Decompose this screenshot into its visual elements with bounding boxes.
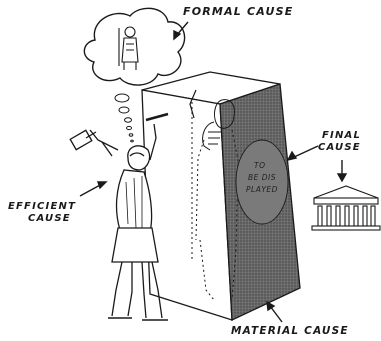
final-cause-label-line-1: FINAL xyxy=(322,130,361,141)
inscription-line-1: TO xyxy=(254,161,266,170)
inscription-line-2: BE DIS xyxy=(248,173,276,182)
final-cause-arrow-down xyxy=(338,160,346,181)
final-cause-label-line-2: CAUSE xyxy=(318,142,361,153)
final-cause-arrow-left xyxy=(288,146,318,160)
thought-bubbles xyxy=(115,94,133,142)
inscription-line-3: PLAYED xyxy=(246,185,278,194)
material-cause-label: MATERIAL CAUSE xyxy=(231,325,349,337)
thought-cloud xyxy=(84,8,184,85)
temple-icon xyxy=(312,186,380,230)
efficient-cause-arrow xyxy=(80,182,106,196)
inscription: TO BE DIS PLAYED xyxy=(236,140,288,224)
efficient-cause-label-line-1: EFFICIENT xyxy=(8,201,76,212)
formal-cause-label: FORMAL CAUSE xyxy=(183,5,294,18)
material-cause-arrow xyxy=(267,302,282,322)
efficient-cause-label-line-2: CAUSE xyxy=(28,213,71,224)
